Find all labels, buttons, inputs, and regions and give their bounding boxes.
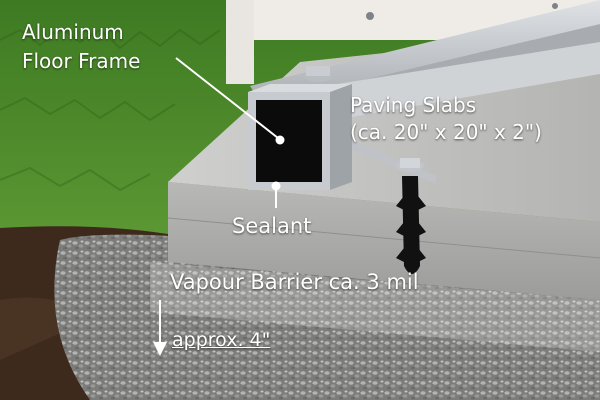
sealant-leader-dot (271, 181, 281, 191)
frame-leader-dot (275, 135, 285, 145)
paving-slab-front (168, 182, 600, 300)
frame-leader-line (175, 57, 279, 139)
wall (226, 0, 254, 84)
aluminum-floor-frame-label: Aluminum Floor Frame (22, 18, 140, 76)
aluminum-rail-lower (300, 42, 600, 118)
grass-texture (0, 26, 221, 192)
slabs-label-line2: (ca. 20" x 20" x 2") (350, 120, 542, 144)
frame-label-line1: Aluminum (22, 20, 124, 44)
depth-text: approx. 4" (172, 329, 271, 351)
frame-label-line2: Floor Frame (22, 49, 141, 73)
anchor-bolt (402, 176, 420, 274)
sealant-label: Sealant (232, 214, 312, 238)
vapour-barrier-label: Vapour Barrier ca. 3 mil (170, 270, 419, 294)
slabs-label-line1: Paving Slabs (350, 93, 477, 117)
angle-bracket (352, 140, 436, 184)
down-arrow-icon (153, 300, 167, 356)
vapour-barrier-sheet (150, 262, 600, 352)
paving-slabs-label: Paving Slabs (ca. 20" x 20" x 2") (350, 92, 542, 146)
aluminum-rail-upper (250, 0, 600, 104)
gravel-depth-label: approx. 4" (172, 329, 270, 351)
